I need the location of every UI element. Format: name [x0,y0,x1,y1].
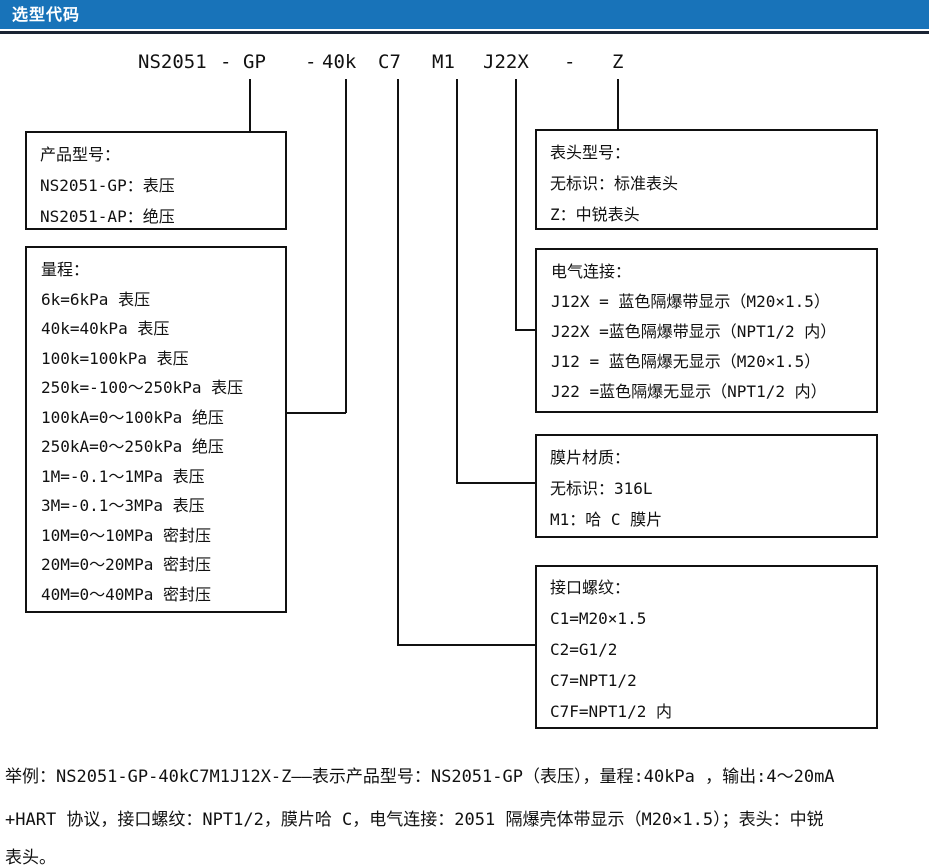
box-line: J12 = 蓝色隔爆无显示（M20×1.5） [551,352,821,371]
connector-j22x-hline [515,329,537,331]
connector-gp-vline [249,79,251,131]
box-line: C2=G1/2 [550,640,618,659]
box-title: 电气连接： [551,262,632,281]
box-line: 10M=0～10MPa 密封压 [41,525,211,545]
code-segment-diaphragm: M1 [432,51,455,73]
box-title: 接口螺纹： [550,578,631,597]
code-segment-range: 40k [322,51,357,73]
code-separator: - [220,51,232,73]
box-line: 20M=0～20MPa 密封压 [41,555,211,574]
box-line: 250k=-100～250kPa 表压 [41,378,244,397]
box-line: 1M=-0.1～1MPa 表压 [41,466,205,486]
connector-40k-vline [345,79,347,413]
connector-40k-hline [287,412,346,414]
box-line: 40k=40kPa 表压 [41,319,170,338]
box-title: 量程： [41,260,90,279]
code-separator: - [305,51,317,73]
box-line: NS2051-GP：表压 [40,176,175,195]
range-box: 量程： 6k=6kPa 表压 40k=40kPa 表压 100k=100kPa … [25,246,287,613]
display-head-box: 表头型号： 无标识：标准表头 Z：中锐表头 [535,129,878,230]
connector-m1-vline [456,79,458,483]
section-header-bar [0,0,929,29]
box-line: 无标识：标准表头 [550,174,679,193]
connector-c7-vline [397,79,399,645]
box-line: 40M=0～40MPa 密封压 [41,584,211,604]
electrical-connection-box: 电气连接： J12X = 蓝色隔爆带显示（M20×1.5） J22X =蓝色隔爆… [535,248,878,413]
diaphragm-material-box: 膜片材质： 无标识：316L M1：哈 C 膜片 [535,434,878,538]
connector-z-vline [617,79,619,130]
box-line: J12X = 蓝色隔爆带显示（M20×1.5） [551,292,830,311]
box-line: 100kA=0～100kPa 绝压 [41,407,224,427]
box-line: M1：哈 C 膜片 [550,510,663,529]
box-line: 6k=6kPa 表压 [41,289,151,309]
box-line: C7F=NPT1/2 内 [550,702,672,721]
box-line: 100k=100kPa 表压 [41,348,189,368]
example-line: +HART 协议，接口螺纹：NPT1/2，膜片哈 C，电气连接：2051 隔爆壳… [5,810,824,830]
box-line: C7=NPT1/2 [550,671,637,690]
box-line: J22X =蓝色隔爆带显示（NPT1/2 内） [551,322,837,341]
code-segment-gp: GP [243,51,266,73]
box-line: 250kA=0～250kPa 绝压 [41,437,224,456]
code-segment-model: NS2051 [138,51,207,73]
connector-j22x-vline [515,79,517,330]
box-line: 无标识：316L [550,479,653,498]
code-separator: - [564,51,576,73]
section-title: 选型代码 [12,5,81,24]
interface-thread-box: 接口螺纹： C1=M20×1.5 C2=G1/2 C7=NPT1/2 C7F=N… [535,565,878,729]
box-line: NS2051-AP：绝压 [40,207,175,226]
example-line: 表头。 [5,848,56,866]
product-model-box: 产品型号： NS2051-GP：表压 NS2051-AP：绝压 [25,131,287,230]
code-segment-electrical: J22X [483,51,529,73]
box-title: 产品型号： [40,145,121,164]
box-line: 3M=-0.1～3MPa 表压 [41,496,205,515]
box-title: 膜片材质： [550,448,631,467]
example-line: 举例：NS2051-GP-40kC7M1J12X-Z——表示产品型号：NS205… [5,767,835,787]
code-segment-head: Z [612,51,624,73]
connector-m1-hline [456,482,537,484]
box-line: J22 =蓝色隔爆无显示（NPT1/2 内） [551,382,827,401]
header-underline [0,31,929,34]
code-segment-thread: C7 [378,51,401,73]
box-title: 表头型号： [550,143,631,162]
box-line: Z：中锐表头 [550,205,640,224]
box-line: C1=M20×1.5 [550,609,647,628]
connector-c7-hline [397,644,537,646]
